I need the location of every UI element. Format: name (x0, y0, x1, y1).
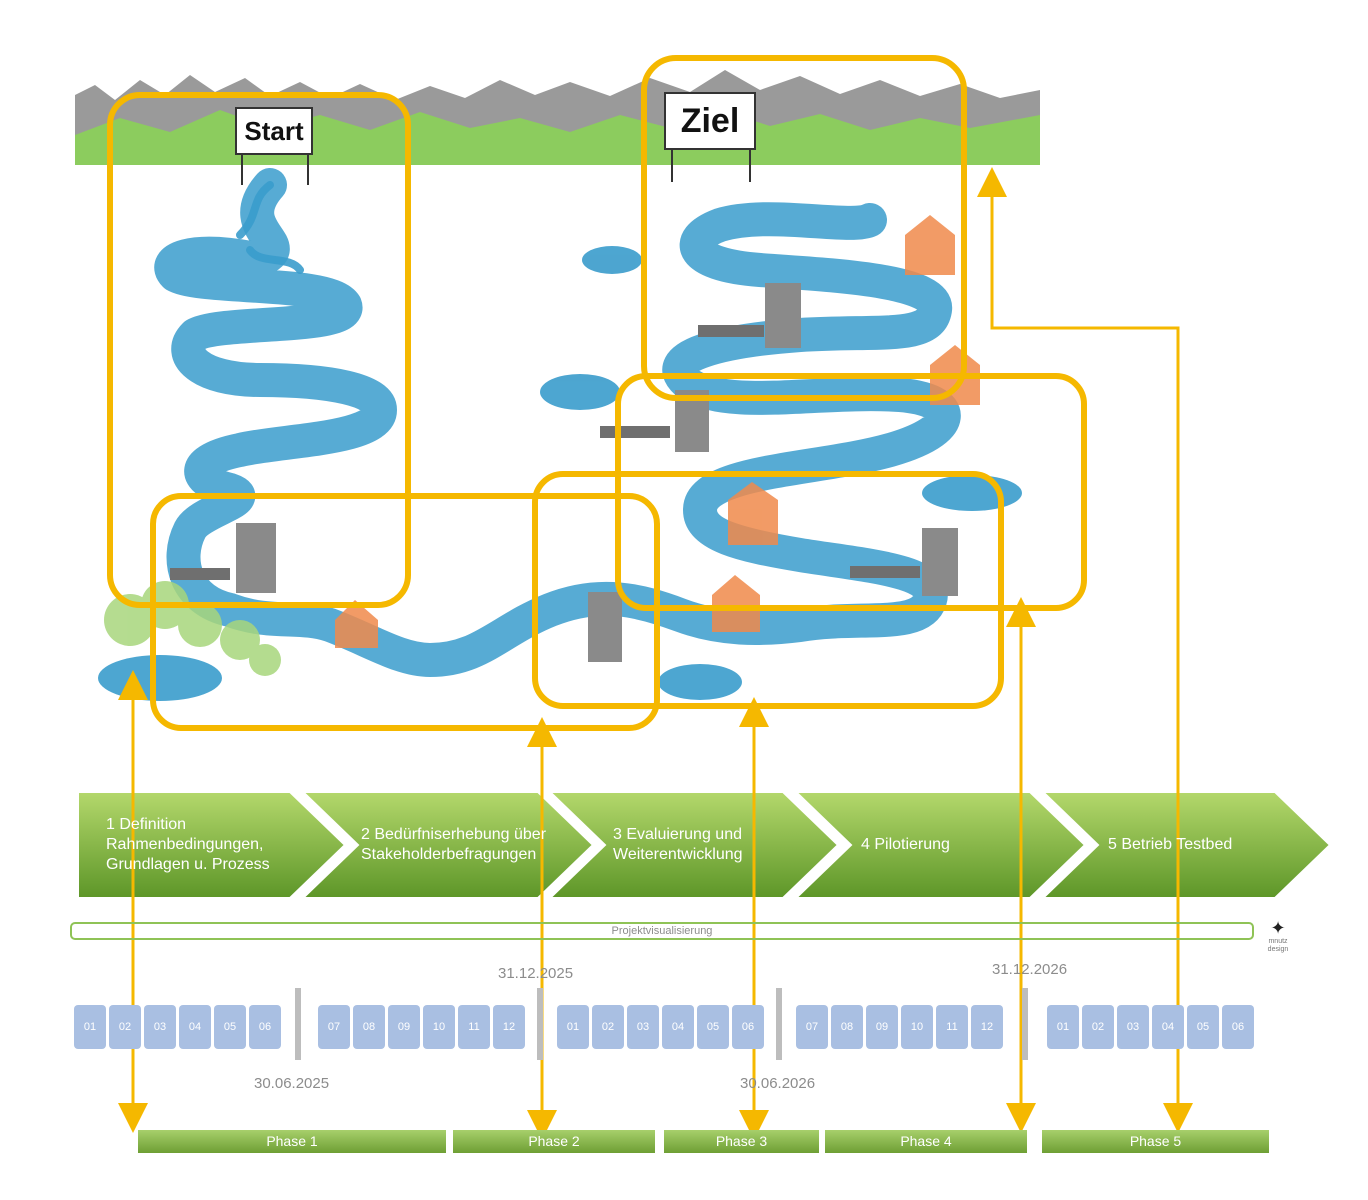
step-label-3: 3 Evaluierung und Weiterentwicklung (613, 826, 743, 863)
month-box: 11 (458, 1005, 490, 1049)
month-box: 07 (318, 1005, 350, 1049)
month-box: 01 (557, 1005, 589, 1049)
mountain-range (75, 70, 1040, 165)
month-box: 04 (1152, 1005, 1184, 1049)
month-box: 08 (353, 1005, 385, 1049)
month-box: 02 (1082, 1005, 1114, 1049)
mnutz-design-logo: ✦ mnutz design (1262, 918, 1294, 958)
year-separator (1022, 988, 1028, 1060)
month-box: 10 (423, 1005, 455, 1049)
ziel-sign: Ziel (664, 92, 756, 182)
highlight-box-phase1 (150, 493, 660, 731)
year-separator (537, 988, 543, 1060)
half-year-separator (776, 988, 782, 1060)
step-chevrons (77, 791, 1332, 899)
step-label-1: 1 Definition Rahmenbedingungen, Grundlag… (106, 816, 270, 873)
month-box: 11 (936, 1005, 968, 1049)
month-box: 08 (831, 1005, 863, 1049)
step-label-5: 5 Betrieb Testbed (1108, 836, 1233, 853)
month-box: 01 (1047, 1005, 1079, 1049)
month-box: 03 (627, 1005, 659, 1049)
date-label: 30.06.2025 (254, 1075, 330, 1092)
month-box: 06 (1222, 1005, 1254, 1049)
connector-arrow-phase5 (977, 167, 1193, 1133)
step-label-2: 2 Bedürfniserhebung über Stakeholderbefr… (361, 826, 547, 863)
month-box: 09 (388, 1005, 420, 1049)
month-box: 05 (1187, 1005, 1219, 1049)
month-box: 01 (74, 1005, 106, 1049)
phase-bar-3: Phase 3 (664, 1130, 819, 1153)
bird-icon: ✦ (1270, 918, 1286, 938)
highlight-box-phase5 (641, 55, 967, 401)
month-box: 05 (214, 1005, 246, 1049)
month-box: 09 (866, 1005, 898, 1049)
month-box: 05 (697, 1005, 729, 1049)
month-box: 02 (109, 1005, 141, 1049)
date-label: 31.12.2026 (992, 961, 1068, 978)
month-box: 10 (901, 1005, 933, 1049)
month-box: 02 (592, 1005, 624, 1049)
month-box: 06 (732, 1005, 764, 1049)
phase-bar-4: Phase 4 (825, 1130, 1027, 1153)
project-visualization-bar: Projektvisualisierung (70, 922, 1254, 940)
month-box: 03 (1117, 1005, 1149, 1049)
date-label: 30.06.2026 (740, 1075, 816, 1092)
month-box: 03 (144, 1005, 176, 1049)
phase-bar-1: Phase 1 (138, 1130, 446, 1153)
phase-highlight-boxes (107, 55, 1087, 731)
month-box: 06 (249, 1005, 281, 1049)
month-box: 04 (662, 1005, 694, 1049)
date-label: 31.12.2025 (498, 965, 574, 982)
month-box: 12 (493, 1005, 525, 1049)
phase-bar-2: Phase 2 (453, 1130, 655, 1153)
river (154, 168, 961, 677)
phase-bar-5: Phase 5 (1042, 1130, 1269, 1153)
start-sign-label: Start (244, 116, 304, 146)
highlight-box-phase1-start (107, 92, 411, 608)
half-year-separator (295, 988, 301, 1060)
month-box: 12 (971, 1005, 1003, 1049)
step-label-4: 4 Pilotierung (861, 836, 950, 853)
ziel-sign-label: Ziel (681, 102, 740, 140)
month-box: 07 (796, 1005, 828, 1049)
month-box: 04 (179, 1005, 211, 1049)
start-sign: Start (235, 107, 313, 185)
